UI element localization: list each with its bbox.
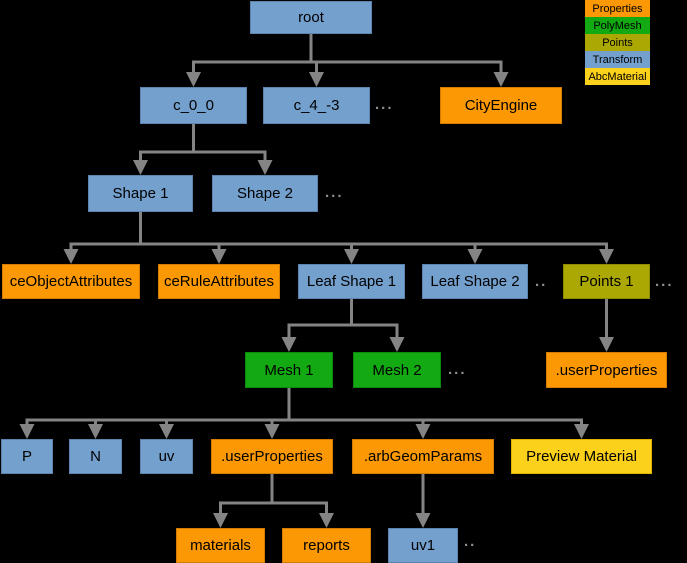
node-label: P [21,448,32,465]
node-leaf-shape-1: Leaf Shape 1 [298,264,405,299]
node-p: P [1,439,53,474]
node-label: Shape 1 [112,185,169,202]
node-shape-2: Shape 2 [212,175,318,212]
legend-label: PolyMesh [593,19,642,32]
node-label: Leaf Shape 1 [306,273,397,290]
legend-item-polymesh: PolyMesh [585,17,650,34]
ellipsis-more-siblings: .. [464,533,477,550]
node-points-1: Points 1 [563,264,650,299]
node-arbgeomparams: .arbGeomParams [352,439,494,474]
node-label: ceObjectAttributes [9,273,133,290]
legend-item-transform: Transform [585,51,650,68]
ellipsis-more-siblings: ... [448,361,467,378]
ellipsis-more-siblings: ... [375,96,394,113]
node-mesh-2: Mesh 2 [353,352,441,388]
ellipsis-more-siblings: ... [325,184,344,201]
legend-item-abcmaterial: AbcMaterial [585,68,650,85]
node-ceruleattributes: ceRuleAttributes [158,264,280,299]
legend-item-points: Points [585,34,650,51]
node-label: Mesh 1 [264,361,314,379]
node-label: uv1 [410,537,436,554]
legend-item-properties: Properties [585,0,650,17]
node-label: .userProperties [555,361,658,379]
node-shape-1: Shape 1 [88,175,193,212]
node-label: ceRuleAttributes [163,273,275,290]
node-materials: materials [176,528,265,563]
node-root: root [250,1,372,34]
node-label: Shape 2 [237,185,293,202]
legend-label: Properties [592,2,643,15]
node-cityengine: CityEngine [440,87,562,124]
node-uv: uv [140,439,193,474]
node-label: uv [158,448,175,465]
legend-label: Transform [592,53,643,66]
node-n: N [69,439,122,474]
node-reports: reports [282,528,371,563]
node-label: .arbGeomParams [363,448,483,465]
node-mesh-1: Mesh 1 [245,352,333,388]
node-label: Points 1 [579,273,634,290]
node-label: Preview Material [526,448,637,465]
node-label: .userProperties [221,448,323,465]
node-label: CityEngine [464,97,538,114]
node-c-4--3: c_4_-3 [263,87,370,124]
node-label: c_0_0 [173,97,214,114]
node-ceobjectattributes: ceObjectAttributes [2,264,140,299]
node-label: root [298,9,324,26]
node-leaf-shape-2: Leaf Shape 2 [422,264,528,299]
node-c-0-0: c_0_0 [140,87,247,124]
node-label: N [90,448,101,465]
node-uv1: uv1 [388,528,458,563]
node-label: Mesh 2 [372,361,422,379]
legend-label: AbcMaterial [588,70,647,83]
node-userproperties-mesh: .userProperties [211,439,333,474]
ellipsis-more-siblings: ... [655,273,674,290]
ellipsis-more-siblings: .. [535,273,548,290]
node-label: materials [190,537,251,554]
node-userproperties-points: .userProperties [546,352,667,388]
node-label: c_4_-3 [293,97,340,114]
node-preview-material: Preview Material [511,439,652,474]
node-label: reports [303,537,350,554]
node-label: Leaf Shape 2 [430,273,520,290]
legend-label: Points [602,36,633,49]
